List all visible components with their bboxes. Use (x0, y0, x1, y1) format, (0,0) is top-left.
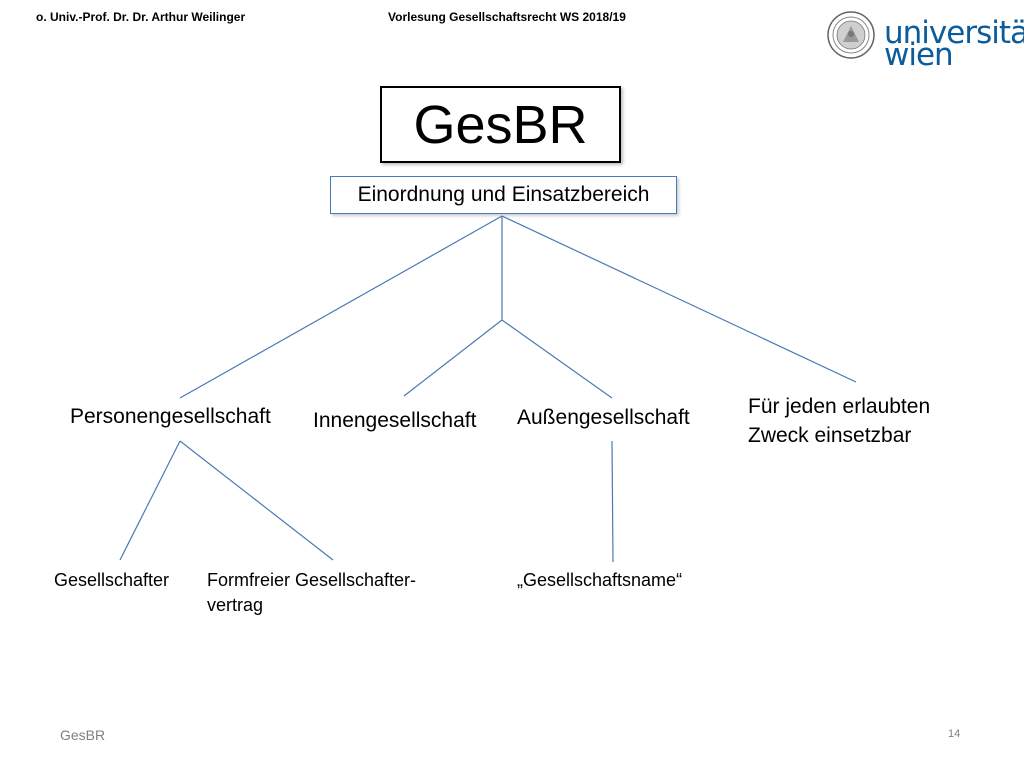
logo-word-universitaet: universität (884, 15, 1024, 51)
connector-stem-innengesellschaft (403, 319, 503, 397)
node-aussengesellschaft: Außengesellschaft (517, 406, 690, 429)
university-seal-icon (827, 11, 875, 59)
connector-person-gesellschafter (119, 440, 181, 561)
footer-label: GesBR (60, 727, 106, 743)
leaf-formfreier-line1: Formfreier Gesellschafter- (207, 570, 417, 590)
page-title: GesBR (413, 94, 588, 155)
node-innengesellschaft: Innengesellschaft (313, 409, 477, 432)
leaf-gesellschafter: Gesellschafter (54, 570, 170, 590)
connector-root-personengesellschaft (179, 215, 503, 399)
node-zweck-line1: Für jeden erlaubten (748, 395, 931, 418)
leaf-gesellschaftsname: „Gesellschaftsname“ (517, 570, 683, 590)
title-box: GesBR (380, 86, 621, 163)
university-logo: universität wien (826, 10, 1024, 73)
logo-word-wien: wien (884, 37, 954, 73)
connector-person-formfreier (179, 440, 334, 561)
node-personengesellschaft: Personengesellschaft (70, 405, 271, 428)
connector-root-zweck (501, 215, 857, 383)
leaf-formfreier-vertrag: Formfreier Gesellschafter- vertrag (207, 568, 416, 618)
header-lecture-title: Vorlesung Gesellschaftsrecht WS 2018/19 (388, 10, 626, 24)
subtitle-box: Einordnung und Einsatzbereich (330, 176, 677, 214)
leaf-formfreier-line2: vertrag (207, 595, 264, 615)
connector-aussen-name (611, 440, 614, 563)
subtitle-text: Einordnung und Einsatzbereich (357, 183, 650, 206)
header-author: o. Univ.-Prof. Dr. Dr. Arthur Weilinger (36, 10, 246, 24)
page-number: 14 (948, 728, 961, 740)
connector-stem-aussengesellschaft (501, 319, 613, 399)
node-zweck: Für jeden erlaubten Zweck einsetzbar (748, 392, 930, 450)
node-zweck-line2: Zweck einsetzbar (748, 424, 912, 447)
